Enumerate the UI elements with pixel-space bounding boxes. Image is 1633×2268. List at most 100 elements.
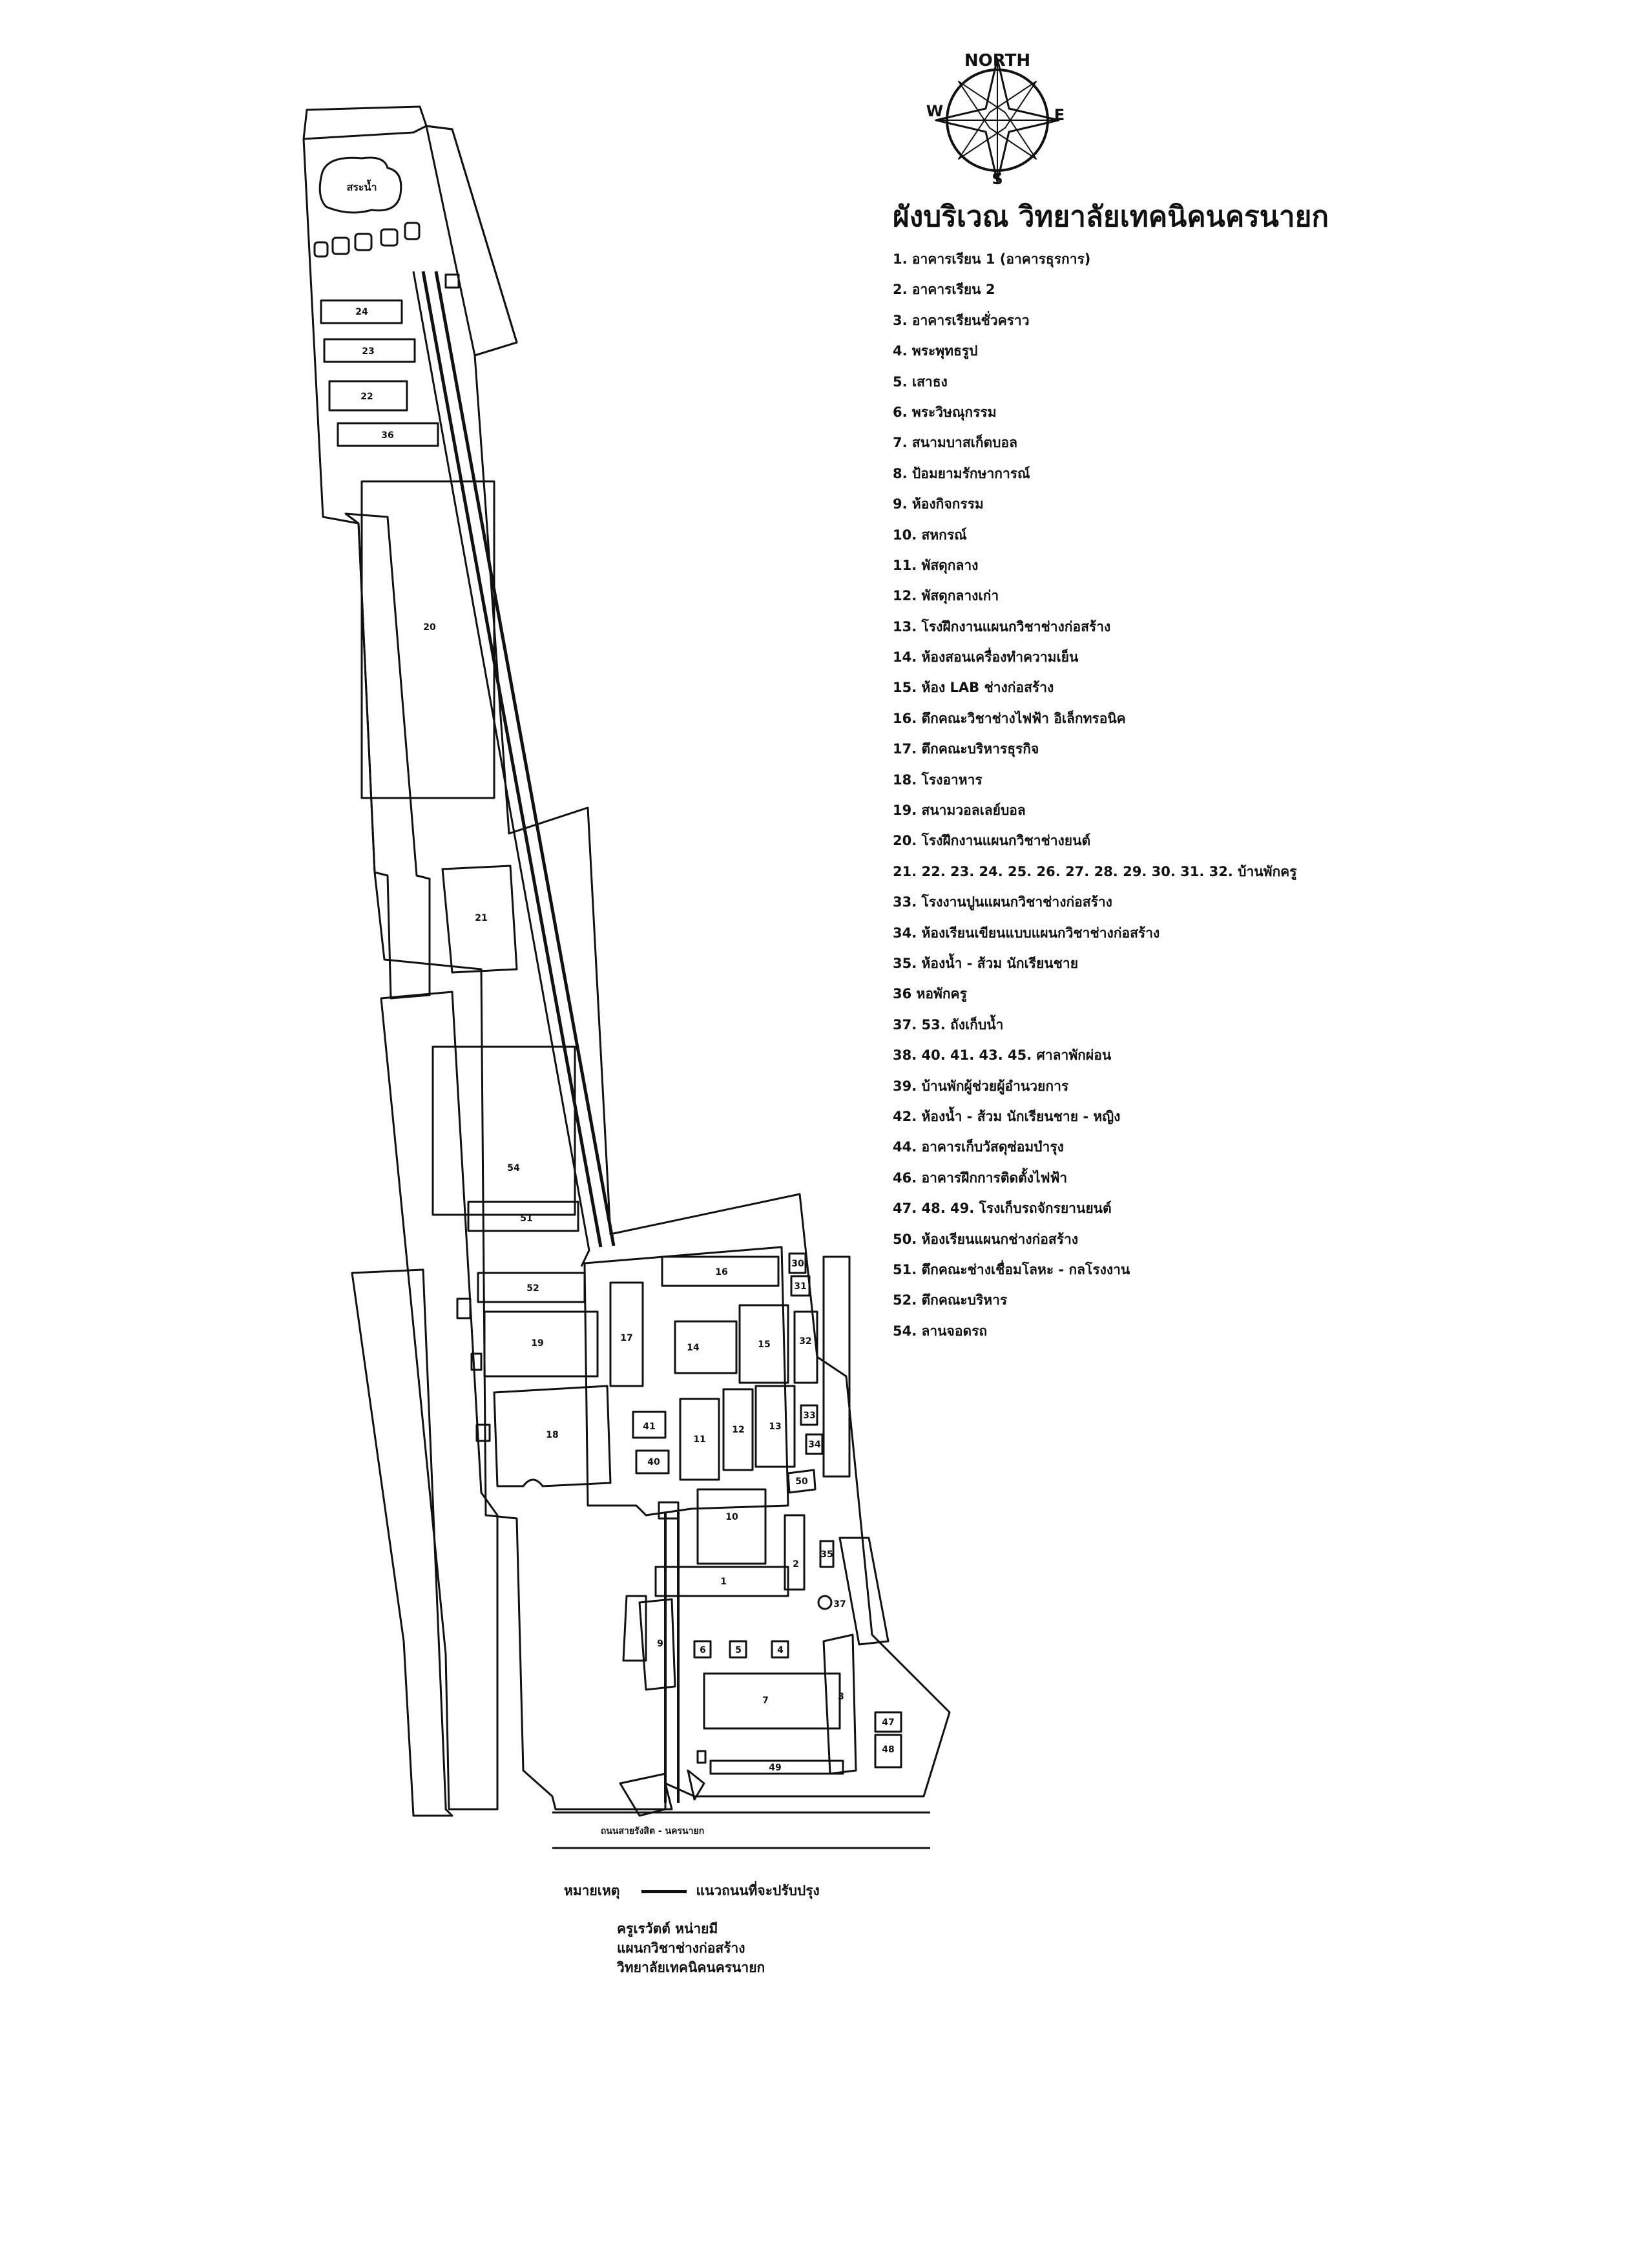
east-slope-strip [425, 125, 518, 357]
hut-2 [331, 236, 350, 255]
building-number-label: 24 [355, 307, 368, 317]
note-label: หมายเหตุ [564, 1883, 620, 1898]
building-number-label: 34 [808, 1440, 821, 1450]
building-41 [632, 1411, 667, 1439]
main-road [421, 271, 616, 1248]
building-13 [754, 1385, 796, 1468]
note: หมายเหตุ แนวถนนที่จะปรับปรุง [564, 1880, 820, 1902]
building-6 [693, 1640, 712, 1659]
legend-item: 17. ตึกคณะบริหารธุรกิจ [893, 741, 1039, 757]
north-wall [302, 105, 428, 140]
building-22 [328, 380, 408, 412]
building-40 [635, 1449, 670, 1475]
hut-3 [354, 233, 373, 251]
legend-list: 1. อาคารเรียน 1 (อาคารธุรการ)2. อาคารเรี… [893, 244, 1577, 1347]
note-text: แนวถนนที่จะปรับปรุง [696, 1883, 820, 1898]
legend-item: 50. ห้องเรียนแผนกช่างก่อสร้าง [893, 1231, 1079, 1247]
building-21 [441, 865, 518, 974]
legend-item: 12. พัสดุกลางเก่า [893, 588, 999, 604]
building-number-label: 20 [423, 622, 436, 633]
building-number-label: 40 [647, 1457, 660, 1467]
legend-item: 18. โรงอาหาร [893, 772, 983, 788]
building-number-label: 14 [687, 1343, 700, 1353]
east-long-strip [838, 1537, 889, 1646]
legend-item: 13. โรงฝึกงานแผนกวิชาช่างก่อสร้าง [893, 618, 1111, 635]
building-number-label: 41 [643, 1422, 655, 1432]
building-50 [787, 1469, 816, 1494]
legend-item: 20. โรงฝึกงานแผนกวิชาช่างยนต์ [893, 833, 1091, 849]
building-number-label: 31 [794, 1281, 806, 1292]
building-number-label: 48 [882, 1745, 894, 1755]
highway [552, 1811, 930, 1849]
legend-item: 37. 53. ถังเก็บน้ำ [893, 1016, 1004, 1033]
legend-item: 11. พัสดุกลาง [893, 557, 979, 573]
building-20 [360, 480, 495, 799]
legend-item: 38. 40. 41. 43. 45. ศาลาพักผ่อน [893, 1047, 1112, 1064]
legend-item: 5. เสาธง [893, 373, 948, 390]
building-number-label: 7 [762, 1696, 769, 1706]
building-1 [654, 1566, 789, 1597]
building-4 [771, 1640, 789, 1659]
compass-east: E [1054, 106, 1065, 124]
building-number-label: 23 [362, 346, 374, 357]
legend-item: 39. บ้านพักผู้ช่วยผู้อำนวยการ [893, 1078, 1069, 1094]
building-17 [609, 1281, 644, 1387]
legend-item: 19. สนามวอลเลย์บอล [893, 803, 1026, 819]
campus-boundary [302, 125, 951, 1811]
legend-item: 14. ห้องสอนเครื่องทำความเย็น [893, 649, 1079, 666]
building-number-label: 3 [838, 1692, 844, 1702]
legend-item: 7. สนามบาสเก็ตบอล [893, 435, 1017, 451]
east-strip-block [822, 1255, 851, 1478]
legend-item: 10. สหกรณ์ [893, 527, 967, 543]
building-number-label: 2 [793, 1559, 799, 1570]
building-47 [874, 1711, 902, 1733]
small-block-w2 [470, 1352, 483, 1371]
credit-line-1: ครูเรวัตต์ หน่ายมี [617, 1921, 718, 1937]
building-48 [874, 1734, 902, 1769]
legend-item: 35. ห้องน้ำ - ส้วม นักเรียนชาย [893, 955, 1079, 971]
building-number-label: 11 [693, 1434, 705, 1445]
building-14 [674, 1320, 738, 1374]
building-39 [658, 1501, 680, 1520]
legend-item: 21. 22. 23. 24. 25. 26. 27. 28. 29. 30. … [893, 863, 1297, 879]
legend-item: 34. ห้องเรียนเขียนแบบแผนกวิชาช่างก่อสร้า… [893, 925, 1160, 941]
legend-item: 51. ตึกคณะช่างเชื่อมโลหะ - กลโรงงาน [893, 1261, 1130, 1277]
small-block-w3 [475, 1423, 491, 1442]
credits: ครูเรวัตต์ หน่ายมี แผนกวิชาช่างก่อสร้าง … [617, 1919, 765, 1977]
building-49 [709, 1759, 844, 1775]
building-number-label: 49 [769, 1763, 781, 1773]
central-block [583, 1246, 789, 1517]
compass-west: W [926, 102, 943, 120]
entrance-right-wing [687, 1769, 705, 1801]
legend-item: 33. โรงงานปูนแผนกวิชาช่างก่อสร้าง [893, 894, 1112, 910]
building-number-label: 51 [520, 1213, 532, 1224]
building-35 [819, 1540, 835, 1568]
legend-item: 1. อาคารเรียน 1 (อาคารธุรการ) [893, 251, 1091, 267]
building-7 [703, 1672, 841, 1730]
road-line-icon [641, 1889, 687, 1893]
road-label: ถนนสายรังสิต - นครนายก [601, 1826, 704, 1836]
building-16 [661, 1255, 780, 1287]
building-number-label: 13 [769, 1422, 781, 1432]
building-54 [432, 1045, 576, 1216]
map-title: ผังบริเวณ วิทยาลัยเทคนิคนครนายก [893, 200, 1329, 233]
building-number-label: 15 [758, 1339, 770, 1350]
building-3 [822, 1633, 857, 1775]
small-block-w1 [456, 1297, 472, 1319]
legend-item: 36 หอพักครู [893, 986, 967, 1002]
building-number-label: 30 [791, 1259, 804, 1269]
compass-north: NORTH [964, 51, 1030, 70]
building-36 [337, 422, 439, 447]
building-number-label: 17 [620, 1333, 632, 1343]
building-number-label: 16 [715, 1267, 727, 1277]
building-number-label: 6 [700, 1645, 706, 1655]
building-12 [722, 1388, 754, 1471]
legend-item: 3. อาคารเรียนชั่วคราว [893, 312, 1030, 328]
building-number-label: 33 [803, 1411, 815, 1421]
building-number-label: 36 [381, 430, 393, 441]
legend-item: 52. ตึกคณะบริหาร [893, 1292, 1008, 1308]
legend-item: 4. พระพุทธรูป [893, 343, 978, 359]
building-number-label: 35 [820, 1549, 833, 1560]
building-8 [622, 1595, 647, 1662]
